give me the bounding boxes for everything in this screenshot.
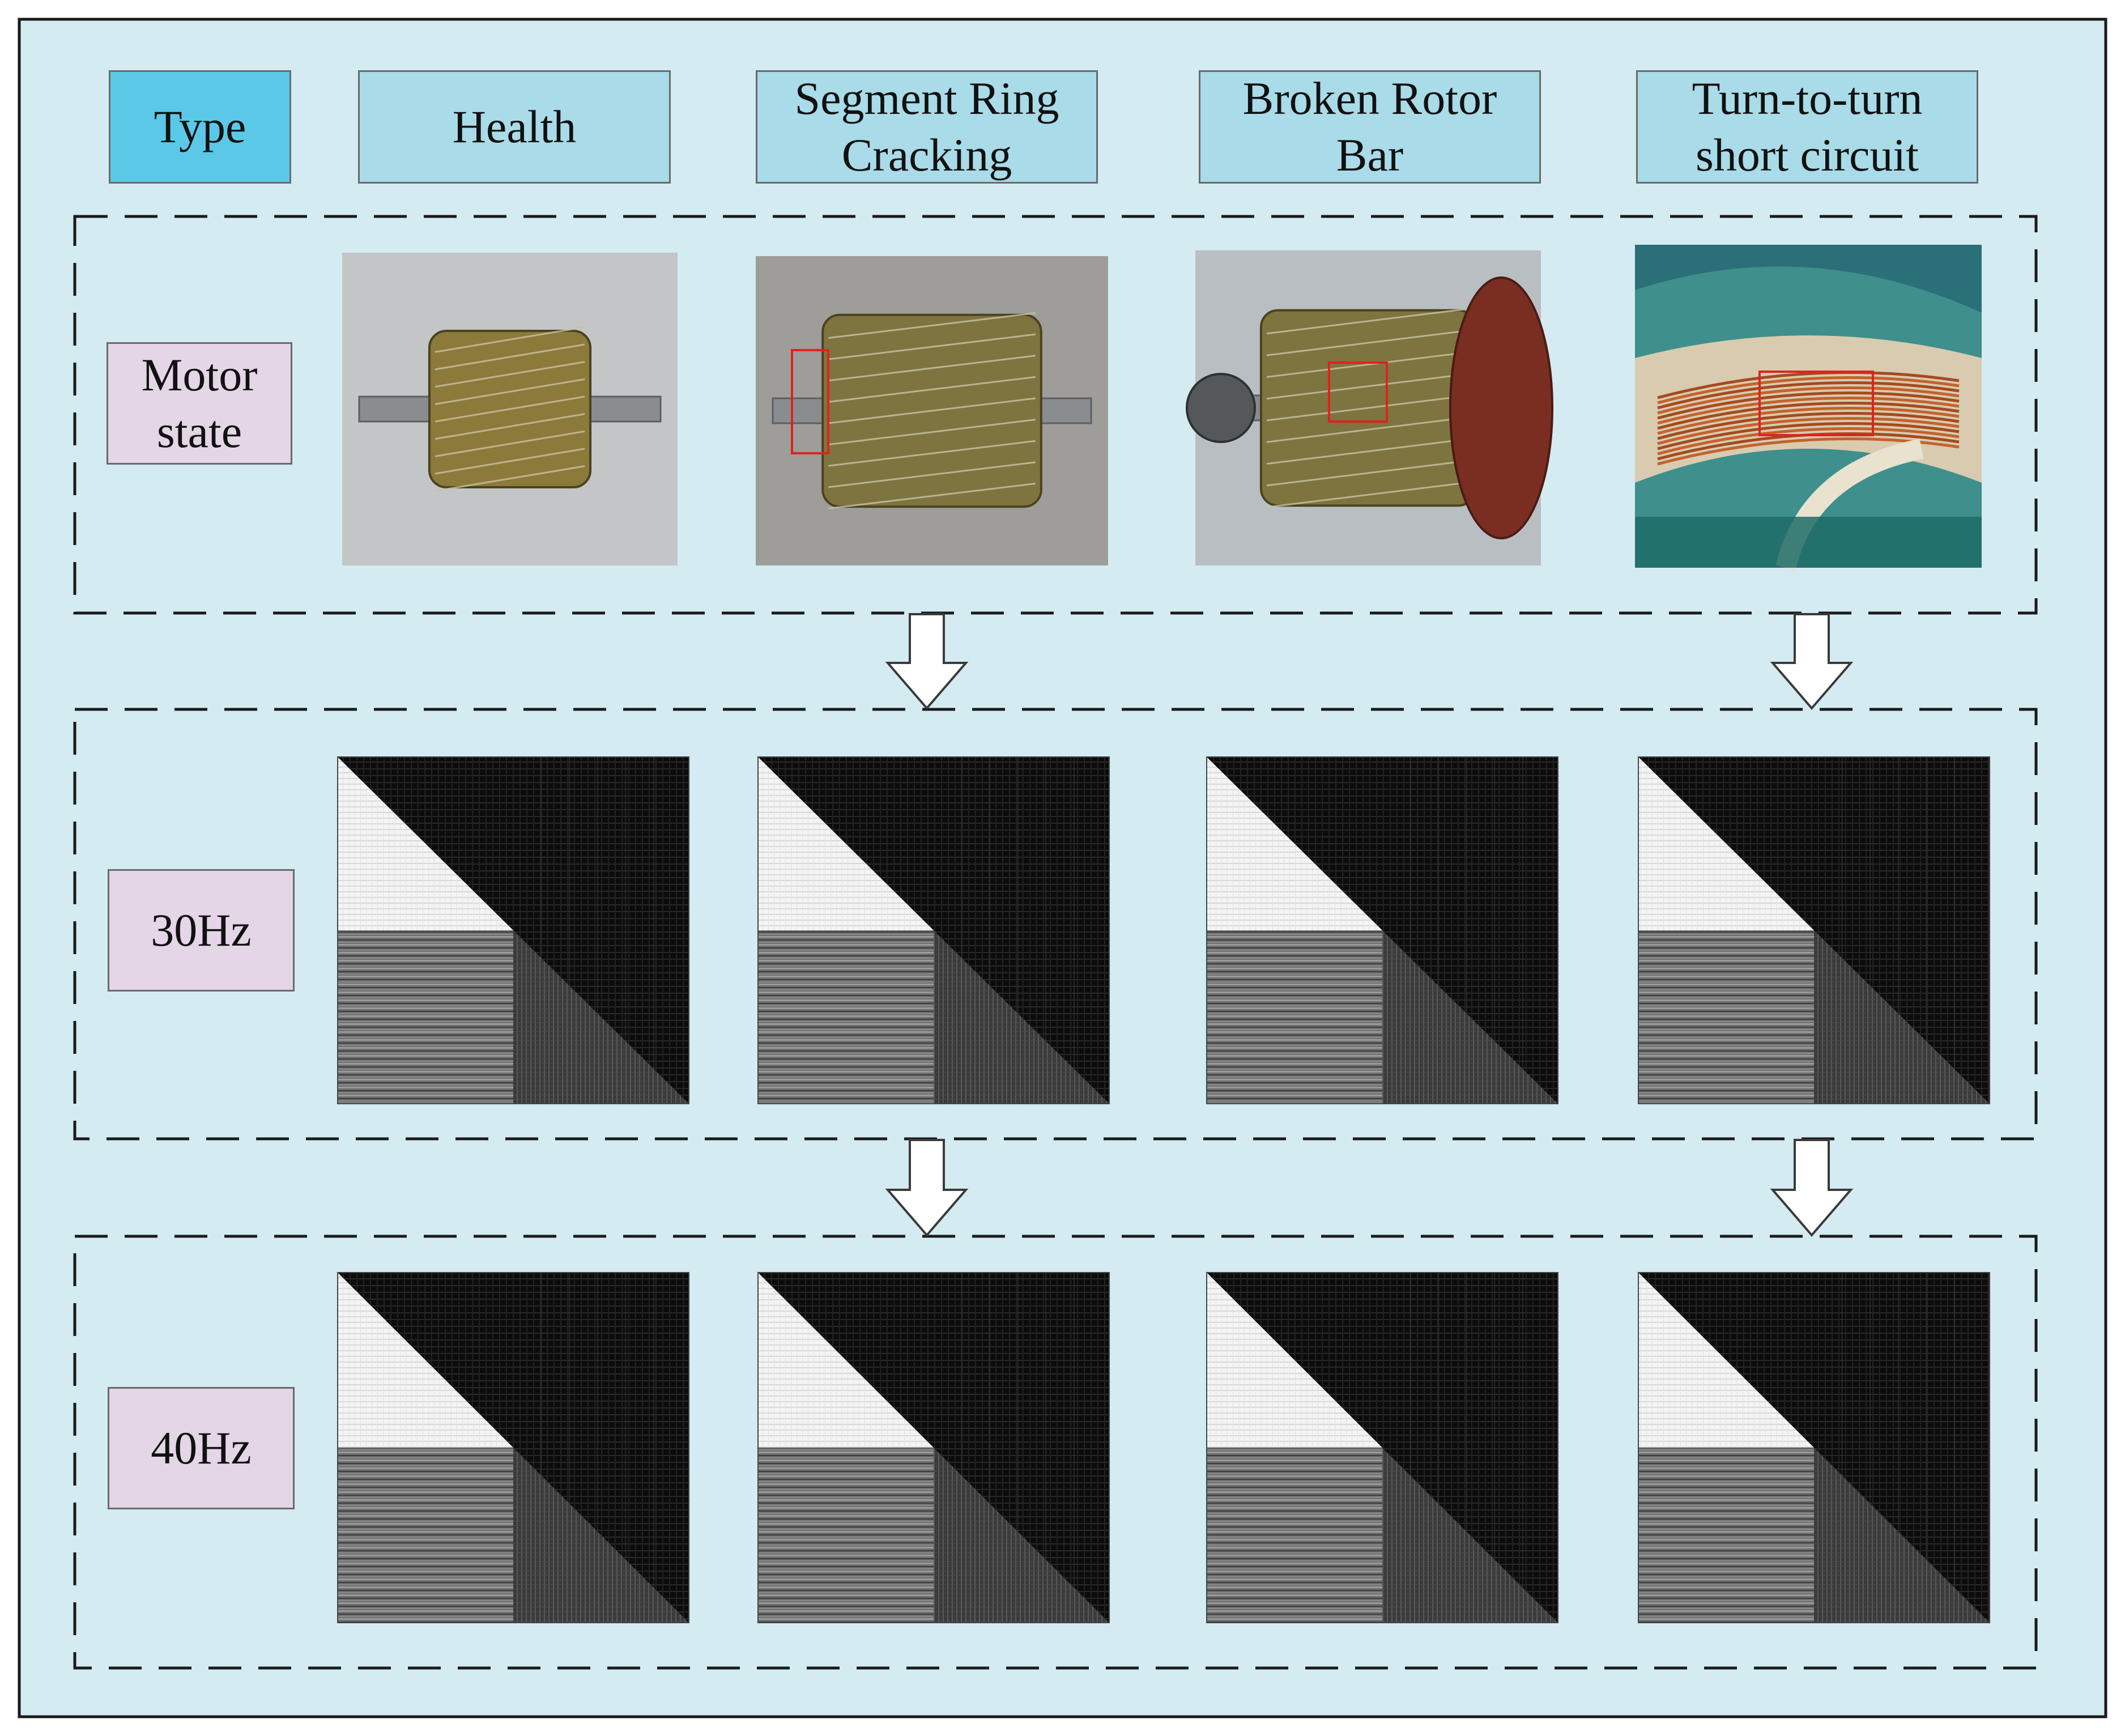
segment-ring-cracking-header: Segment Ring Cracking <box>756 70 1098 184</box>
hz40-row-label-text: 40Hz <box>151 1422 252 1474</box>
recurrence-plot-30hz <box>757 756 1110 1104</box>
motor-state-group-frame <box>73 215 2038 615</box>
health-header-label: Health <box>452 100 577 152</box>
fault-highlight-box <box>1758 371 1874 436</box>
down-arrow-icon <box>885 1139 969 1237</box>
recurrence-plot-40hz <box>1638 1272 1990 1623</box>
recurrence-plot-30hz <box>1638 756 1990 1104</box>
type-header: Type <box>109 70 291 184</box>
segment-ring-cracking-rotor-photo <box>756 256 1108 565</box>
health-header: Health <box>358 70 671 184</box>
fault-highlight-box <box>1328 361 1388 423</box>
fault-highlight-box <box>791 349 829 454</box>
recurrence-plot-30hz <box>1206 756 1558 1104</box>
hz40-row-label: 40Hz <box>108 1387 295 1509</box>
down-arrow-icon <box>885 613 969 710</box>
hz30-row-label-text: 30Hz <box>151 904 252 956</box>
segment-ring-cracking-header-label: Segment Ring Cracking <box>794 72 1059 181</box>
health-rotor-photo <box>342 253 678 565</box>
recurrence-plot-40hz <box>757 1272 1110 1623</box>
motor-state-row-label: Motor state <box>107 342 292 465</box>
turn-to-turn-short-circuit-photo <box>1635 245 1982 571</box>
hz30-row-label: 30Hz <box>108 869 295 992</box>
broken-rotor-bar-header: Broken Rotor Bar <box>1199 70 1541 184</box>
hz30-group-frame <box>73 708 2038 1141</box>
broken-rotor-bar-photo <box>1186 250 1553 565</box>
turn-to-turn-short-circuit-header-label: Turn-to-turn short circuit <box>1692 72 1923 181</box>
recurrence-plot-40hz <box>337 1272 689 1623</box>
broken-rotor-bar-header-label: Broken Rotor Bar <box>1242 72 1497 181</box>
down-arrow-icon <box>1770 613 1854 710</box>
turn-to-turn-short-circuit-header: Turn-to-turn short circuit <box>1636 70 1978 184</box>
down-arrow-icon <box>1770 1139 1854 1237</box>
recurrence-plot-40hz <box>1206 1272 1558 1623</box>
motor-state-row-label-text: Motor state <box>141 348 258 457</box>
type-header-label: Type <box>154 100 246 152</box>
recurrence-plot-30hz <box>337 756 689 1104</box>
